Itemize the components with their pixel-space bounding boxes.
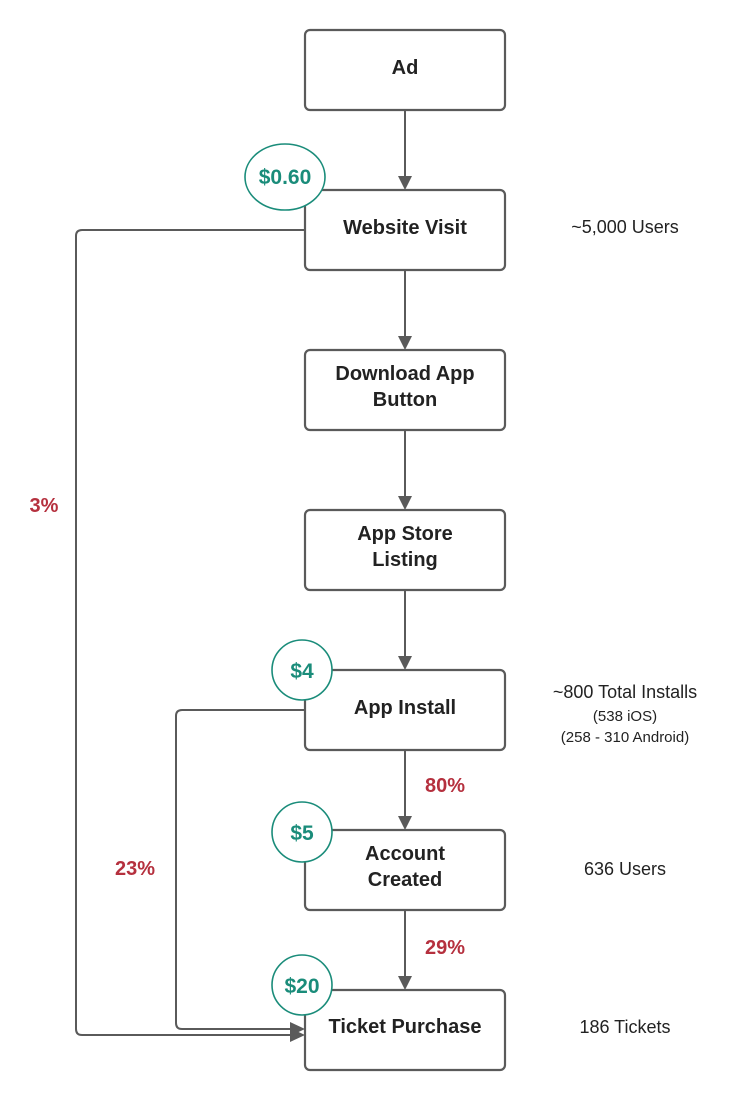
- arrow-account-to-purchase: [398, 976, 412, 990]
- conversion-account-to-purchase: 29%: [425, 937, 465, 959]
- step-download-app-button: Download App Button: [303, 348, 507, 432]
- cost-badge-app-install-label: $4: [290, 660, 314, 683]
- step-download-app-button-box: [303, 348, 507, 432]
- arrow-download-to-store: [398, 496, 412, 510]
- bypass-connectors: [75, 229, 305, 1042]
- note-account-created-users: 636 Users: [584, 859, 666, 879]
- step-download-app-button-label-line2: Button: [373, 389, 437, 411]
- arrow-install-to-purchase: [290, 1022, 305, 1036]
- step-website-visit-box: [303, 188, 507, 272]
- step-app-install: App Install: [303, 668, 507, 752]
- cost-badge-ticket-purchase-circle: [271, 954, 333, 1016]
- cost-badge-app-install: $4: [271, 639, 333, 701]
- arrow-store-to-install: [398, 656, 412, 670]
- cost-badge-website-visit-label: $0.60: [259, 166, 312, 189]
- vertical-connectors: [398, 110, 412, 990]
- cost-badge-app-install-circle: [271, 639, 333, 701]
- note-website-visit-users: ~5,000 Users: [571, 217, 679, 237]
- cost-badge-account-created-label: $5: [290, 822, 314, 845]
- note-ticket-purchase-tickets: 186 Tickets: [579, 1017, 670, 1037]
- step-app-store-listing-label-line2: Listing: [372, 549, 438, 571]
- step-ticket-purchase-box: [303, 988, 507, 1072]
- conversion-visit-to-purchase: 3%: [30, 495, 59, 517]
- step-app-store-listing-label-line1: App Store: [357, 523, 453, 545]
- step-ticket-purchase-label: Ticket Purchase: [328, 1016, 481, 1038]
- note-app-install-ios: (538 iOS): [593, 708, 657, 725]
- step-app-store-listing-box: [303, 508, 507, 592]
- cost-badge-ticket-purchase-label: $20: [284, 975, 319, 998]
- step-account-created: Account Created: [303, 828, 507, 912]
- note-app-install-total: ~800 Total Installs: [553, 682, 697, 702]
- cost-badge-website-visit: $0.60: [244, 143, 326, 211]
- step-ad-box: [303, 28, 507, 112]
- step-account-created-label-line1: Account: [365, 843, 445, 865]
- step-app-install-box: [303, 668, 507, 752]
- step-account-created-label-line2: Created: [368, 869, 442, 891]
- step-app-install-label: App Install: [354, 697, 456, 719]
- cost-badge-ticket-purchase: $20: [271, 954, 333, 1016]
- arrow-install-to-account: [398, 816, 412, 830]
- conversion-install-to-purchase: 23%: [115, 858, 155, 880]
- step-ad: Ad: [303, 28, 507, 112]
- cost-badge-account-created-circle: [271, 801, 333, 863]
- note-app-install-android: (258 - 310 Android): [561, 729, 689, 746]
- arrow-ad-to-visit: [398, 176, 412, 190]
- connector-install-to-purchase: [175, 709, 305, 1030]
- arrow-visit-to-download: [398, 336, 412, 350]
- step-account-created-box: [303, 828, 507, 912]
- step-website-visit: Website Visit: [303, 188, 507, 272]
- step-website-visit-label: Website Visit: [343, 217, 467, 239]
- cost-badge-website-visit-circle: [244, 143, 326, 211]
- step-app-store-listing: App Store Listing: [303, 508, 507, 592]
- connector-visit-to-purchase: [75, 229, 305, 1036]
- step-download-app-button-label-line1: Download App: [335, 363, 474, 385]
- cost-badge-account-created: $5: [271, 801, 333, 863]
- conversion-install-to-account: 80%: [425, 775, 465, 797]
- step-ad-label: Ad: [392, 57, 419, 79]
- step-ticket-purchase: Ticket Purchase: [303, 988, 507, 1072]
